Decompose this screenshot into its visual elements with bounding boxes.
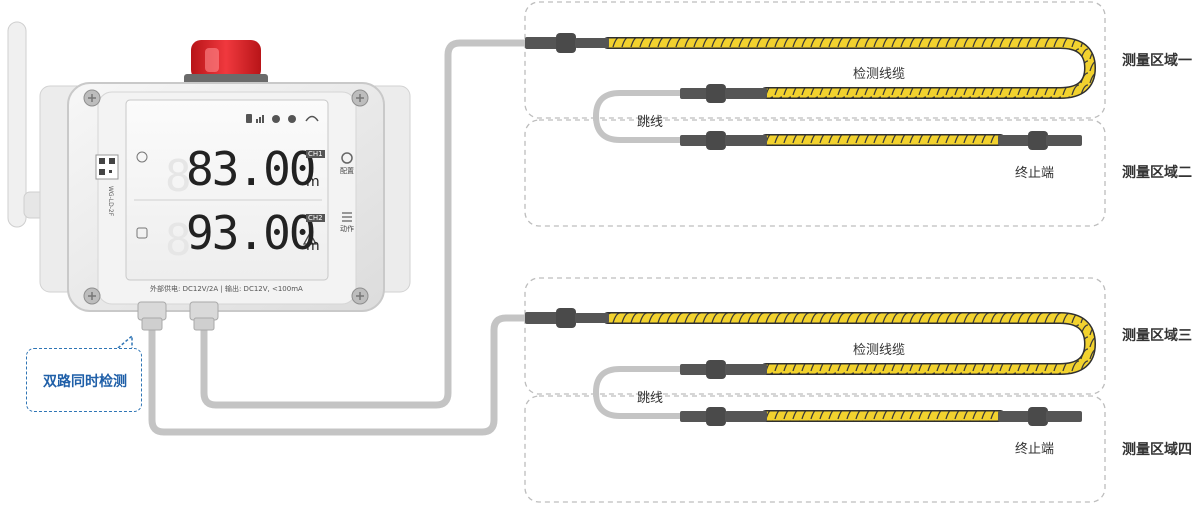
lead-cable-2 bbox=[148, 314, 529, 436]
reading-1-unit: m bbox=[306, 174, 320, 190]
power-footer: 外部供电: DC12V/2A | 输出: DC12V, <100mA bbox=[150, 285, 303, 293]
svg-text:8: 8 bbox=[165, 151, 192, 202]
reading-2: 93.00 bbox=[186, 206, 316, 260]
zone-box-2 bbox=[524, 119, 1106, 227]
detection-cables bbox=[602, 37, 1097, 422]
alarm-beacon bbox=[184, 40, 268, 86]
sense-cable-top bbox=[602, 37, 1097, 99]
channel-tag-2: CH2 bbox=[306, 214, 325, 222]
cable-label-top: 检测线缆 bbox=[853, 67, 906, 82]
zone-label-1: 测量区域一 bbox=[1122, 53, 1192, 69]
zone-label-2: 测量区域二 bbox=[1122, 165, 1192, 181]
end-terminal-bottom bbox=[998, 407, 1082, 426]
connector-top-in bbox=[525, 33, 609, 53]
sense-cable-bottom bbox=[602, 312, 1097, 375]
device-side-text: WG-LD-2F bbox=[107, 186, 114, 217]
zone-box-3 bbox=[524, 277, 1106, 395]
lcd-screen bbox=[125, 99, 329, 281]
jumper-label-top: 跳线 bbox=[637, 115, 664, 130]
end-label-bottom: 终止端 bbox=[1015, 442, 1055, 457]
cable-gland-2 bbox=[189, 301, 219, 331]
connector-bottom-in bbox=[525, 308, 609, 328]
dual-channel-callout: 双路同时检测 bbox=[26, 348, 142, 412]
callout-text: 双路同时检测 bbox=[43, 374, 127, 390]
device-case: 8 8 bbox=[67, 82, 385, 331]
config-label: 配置 bbox=[340, 167, 354, 175]
status-icons bbox=[246, 114, 319, 123]
zone-box-1 bbox=[524, 1, 1106, 119]
channel2-icon bbox=[136, 227, 148, 239]
warning-icon bbox=[302, 231, 318, 245]
connector-bottom-jumper-b bbox=[680, 407, 767, 426]
connector-bottom-jumper-a bbox=[680, 360, 767, 379]
menu-icon bbox=[342, 212, 352, 222]
connector-top-jumper-a bbox=[680, 84, 767, 103]
cable-label-bottom: 检测线缆 bbox=[853, 343, 906, 358]
zone-boxes bbox=[524, 1, 1106, 503]
zone-label-4: 测量区域四 bbox=[1122, 442, 1192, 458]
connector-top-jumper-b bbox=[680, 131, 767, 150]
end-label-top: 终止端 bbox=[1015, 166, 1055, 181]
cable-gland-1 bbox=[137, 301, 167, 331]
zone-label-3: 测量区域三 bbox=[1122, 328, 1192, 344]
channel1-icon bbox=[136, 151, 148, 163]
svg-text:8: 8 bbox=[165, 215, 192, 266]
reading-1: 83.00 bbox=[186, 142, 316, 196]
lead-cable-1 bbox=[200, 39, 529, 409]
callout-pointer bbox=[117, 334, 133, 350]
lead-cables bbox=[148, 39, 529, 436]
jumper-loops bbox=[592, 90, 693, 419]
end-terminal-top bbox=[998, 131, 1082, 150]
action-label: 动作 bbox=[340, 225, 354, 233]
zone-box-4 bbox=[524, 395, 1106, 503]
reading-2-unit: m bbox=[306, 238, 320, 254]
gear-icon bbox=[341, 152, 353, 164]
jumper-loop-bottom bbox=[592, 366, 693, 419]
jumper-loop-top bbox=[592, 90, 693, 143]
channel-tag-1: CH1 bbox=[306, 150, 325, 158]
jumper-label-bottom: 跳线 bbox=[637, 391, 664, 406]
connectors bbox=[525, 33, 1082, 426]
